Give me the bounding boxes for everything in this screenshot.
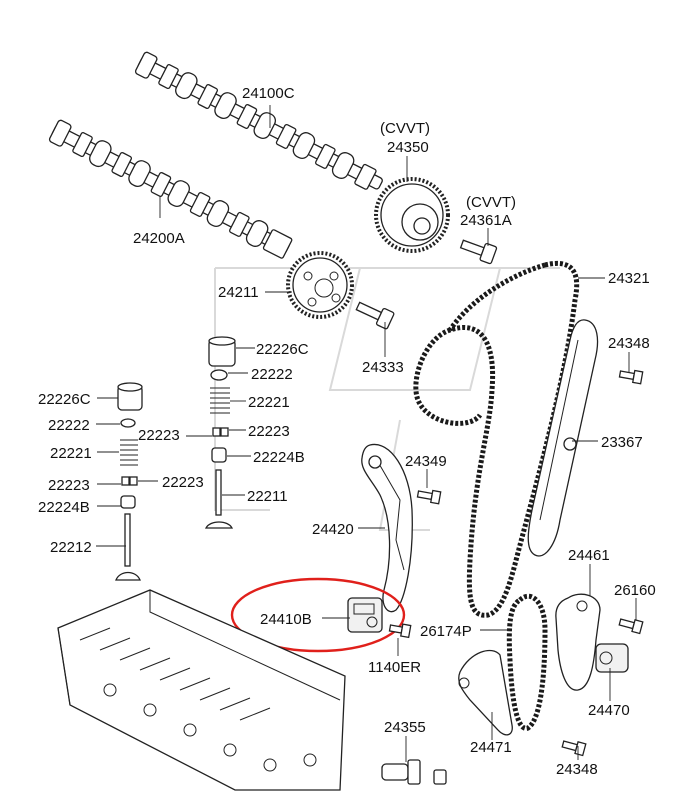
label-seal-left: 22224B [38,499,90,516]
sensor [381,759,447,785]
label-sprocket-bolt: 24333 [362,359,404,376]
label-camshaft-intake: 24200A [133,230,185,247]
tensioner-bolt-2 [388,623,412,639]
label-tappet-right: 22226C [256,341,309,358]
label-oil-guide: 24471 [470,739,512,756]
label-pump-guide: 24461 [568,547,610,564]
label-cvvt-assembly: 24350 [387,139,429,156]
label-tensioner-bolt-2: 1140ER [368,659,421,676]
label-retainer-left: 22222 [48,417,90,434]
label-pump-tensioner: 24470 [588,702,630,719]
label-guide-bolt-bottom: 24348 [556,761,598,778]
cvvt-bolt [459,239,498,265]
label-pump-bolt: 26160 [614,582,656,599]
valve-train-left [115,382,143,581]
label-sensor: 24355 [384,719,426,736]
labels: 24100C (CVVT) 24350 (CVVT) 24361A 24200A… [38,85,656,778]
pump-bolt [618,618,644,635]
label-cvvt-tag-2: (CVVT) [466,194,516,211]
cylinder-head [57,589,346,791]
label-retainer-right: 22222 [251,366,293,383]
label-tappet-left: 22226C [38,391,91,408]
cvvt-sprocket [374,177,450,253]
label-tensioner-arm: 24420 [312,521,354,538]
label-seal-right: 22224B [253,449,305,466]
highlight-ellipse [230,577,406,653]
label-guide-bolt-top: 24348 [608,335,650,352]
label-cotter-left: 22223 [48,477,90,494]
label-spring-right: 22221 [248,394,290,411]
valve-train-right [204,336,236,529]
label-cam-sprocket: 24211 [218,284,259,301]
camshaft-intake [48,119,293,259]
watermark [214,267,560,531]
chain-tensioner [347,597,383,633]
label-camshaft-exhaust: 24100C [242,85,295,102]
label-valve-left: 22212 [50,539,92,556]
label-cvvt-bolt: 24361A [460,212,512,229]
label-oil-pump-chain: 26174P [420,623,472,640]
pump-guide [555,593,601,691]
tensioner-bolt [416,489,442,505]
label-tensioner-bolt: 24349 [405,453,447,470]
label-tensioner: 24410B [260,611,312,628]
label-chain-guide: 23367 [601,434,643,451]
pump-tensioner [595,643,629,673]
label-cotter-mid: 22223 [138,427,180,444]
cam-sprocket [286,251,354,319]
sprocket-bolt [355,301,395,330]
guide-bolt-bottom [561,740,587,757]
chain-guide [527,319,599,557]
guide-bolt-top [618,369,644,385]
label-cotter-right: 22223 [248,423,290,440]
label-valve-right: 22211 [247,488,288,505]
label-chain: 24321 [608,270,650,287]
leader-lines [96,105,637,762]
label-spring-left: 22221 [50,445,92,462]
label-cvvt-tag-1: (CVVT) [380,120,430,137]
camshaft-exhaust [134,51,383,190]
label-cotter-left-2: 22223 [162,474,204,491]
oil-guide [458,649,513,736]
